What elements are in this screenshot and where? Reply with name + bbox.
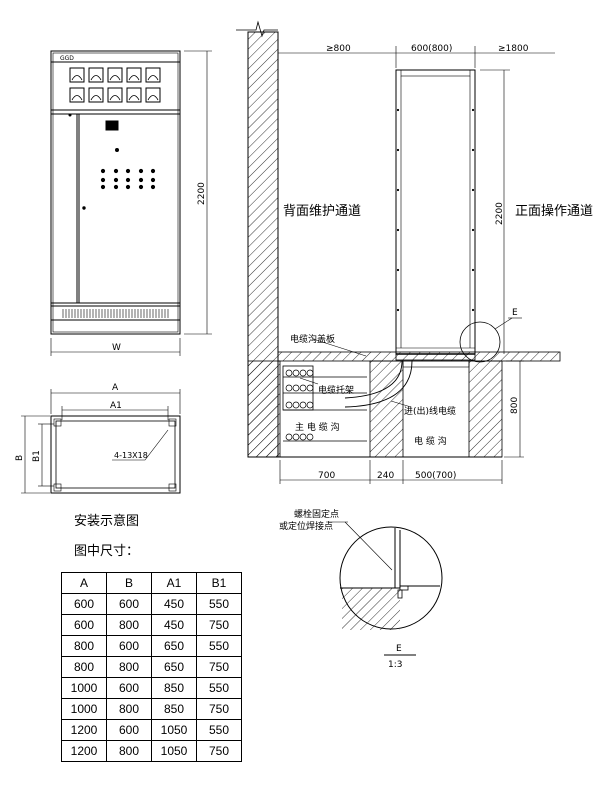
table-cell: 750 bbox=[196, 698, 242, 720]
weld-point-label: 或定位焊接点 bbox=[279, 520, 333, 532]
cabinet-height-dim: 2200 bbox=[495, 202, 505, 225]
detail-E bbox=[326, 521, 443, 656]
detail-scale: 1:3 bbox=[388, 660, 402, 670]
in-out-cable-label: 进(出)线电缆 bbox=[404, 405, 456, 417]
table-cell: 600 bbox=[61, 614, 107, 636]
dim-500-700: 500(700) bbox=[415, 471, 456, 481]
table-cell: 750 bbox=[196, 656, 242, 678]
dim-width-W: W bbox=[112, 343, 121, 353]
table-row: 800 600 650 550 bbox=[61, 635, 242, 657]
dimensions-table: A B A1 B1 600 600 450 550 600 800 450 75… bbox=[61, 572, 242, 762]
table-cell: 550 bbox=[196, 677, 242, 699]
header-B: B bbox=[106, 572, 152, 594]
dim-B1: B1 bbox=[32, 450, 42, 462]
table-row: 1000 800 850 750 bbox=[61, 698, 242, 720]
table-cell: 1000 bbox=[61, 677, 107, 699]
table-cell: 600 bbox=[106, 677, 152, 699]
table-cell: 800 bbox=[106, 698, 152, 720]
cable-trench-label: 电 缆 沟 bbox=[414, 435, 447, 447]
detail-E-tag: E bbox=[396, 644, 402, 654]
table-row: 1000 600 850 550 bbox=[61, 677, 242, 699]
dim-700: 700 bbox=[318, 471, 335, 481]
base-plan-view bbox=[21, 389, 181, 494]
table-cell: 1050 bbox=[151, 719, 197, 741]
table-cell: 800 bbox=[61, 635, 107, 657]
mounting-holes-label: 4-13X18 bbox=[114, 451, 148, 460]
trench-depth-dim: 800 bbox=[510, 397, 520, 414]
table-cell: 1000 bbox=[61, 698, 107, 720]
table-header-row: A B A1 B1 bbox=[61, 572, 242, 594]
header-B1: B1 bbox=[196, 572, 242, 594]
table-cell: 650 bbox=[151, 656, 197, 678]
table-cell: 800 bbox=[106, 656, 152, 678]
table-cell: 600 bbox=[106, 719, 152, 741]
dim-height-2200-front: 2200 bbox=[197, 182, 207, 205]
dimensions-table-title: 图中尺寸： bbox=[74, 544, 140, 559]
table-cell: 1200 bbox=[61, 719, 107, 741]
install-diagram-title: 安装示意图 bbox=[74, 514, 140, 529]
table-cell: 550 bbox=[196, 593, 242, 615]
table-cell: 750 bbox=[196, 740, 242, 762]
dim-B: B bbox=[15, 455, 25, 461]
cabinet-depth-dim: 600(800) bbox=[411, 44, 452, 54]
main-trench-label: 主 电 缆 沟 bbox=[295, 421, 340, 433]
table-cell: 600 bbox=[106, 635, 152, 657]
cabinet-front-view bbox=[50, 50, 212, 356]
dim-A: A bbox=[112, 383, 119, 393]
table-cell: 1200 bbox=[61, 740, 107, 762]
table-cell: 650 bbox=[151, 635, 197, 657]
table-cell: 450 bbox=[151, 614, 197, 636]
rear-aisle-label: 背面维护通道 bbox=[283, 204, 361, 219]
table-row: 1200 600 1050 550 bbox=[61, 719, 242, 741]
rear-clearance-dim: ≥800 bbox=[326, 44, 351, 54]
table-cell: 850 bbox=[151, 698, 197, 720]
table-cell: 600 bbox=[106, 593, 152, 615]
table-cell: 450 bbox=[151, 593, 197, 615]
front-aisle-label: 正面操作通道 bbox=[515, 203, 593, 219]
front-clearance-dim: ≥1800 bbox=[498, 44, 529, 54]
table-cell: 800 bbox=[106, 740, 152, 762]
bolt-fixing-point-label: 螺栓固定点 bbox=[294, 508, 339, 520]
table-cell: 850 bbox=[151, 677, 197, 699]
table-cell: 800 bbox=[106, 614, 152, 636]
cabinet-nameplate: GGD bbox=[60, 55, 74, 62]
header-A1: A1 bbox=[151, 572, 197, 594]
table-row: 1200 800 1050 750 bbox=[61, 740, 242, 762]
table-cell: 750 bbox=[196, 614, 242, 636]
table-cell: 800 bbox=[61, 656, 107, 678]
trench-cover-label: 电缆沟盖板 bbox=[290, 333, 335, 345]
table-row: 600 800 450 750 bbox=[61, 614, 242, 636]
dim-240: 240 bbox=[377, 471, 394, 481]
table-row: 600 600 450 550 bbox=[61, 593, 242, 615]
table-row: 800 800 650 750 bbox=[61, 656, 242, 678]
detail-tag-E: E bbox=[512, 308, 518, 318]
table-cell: 600 bbox=[61, 593, 107, 615]
dim-A1: A1 bbox=[110, 401, 122, 411]
header-A: A bbox=[61, 572, 107, 594]
section-view bbox=[236, 20, 561, 484]
table-cell: 550 bbox=[196, 635, 242, 657]
table-cell: 550 bbox=[196, 719, 242, 741]
table-cell: 1050 bbox=[151, 740, 197, 762]
cable-tray-label: 电缆托架 bbox=[318, 384, 354, 396]
